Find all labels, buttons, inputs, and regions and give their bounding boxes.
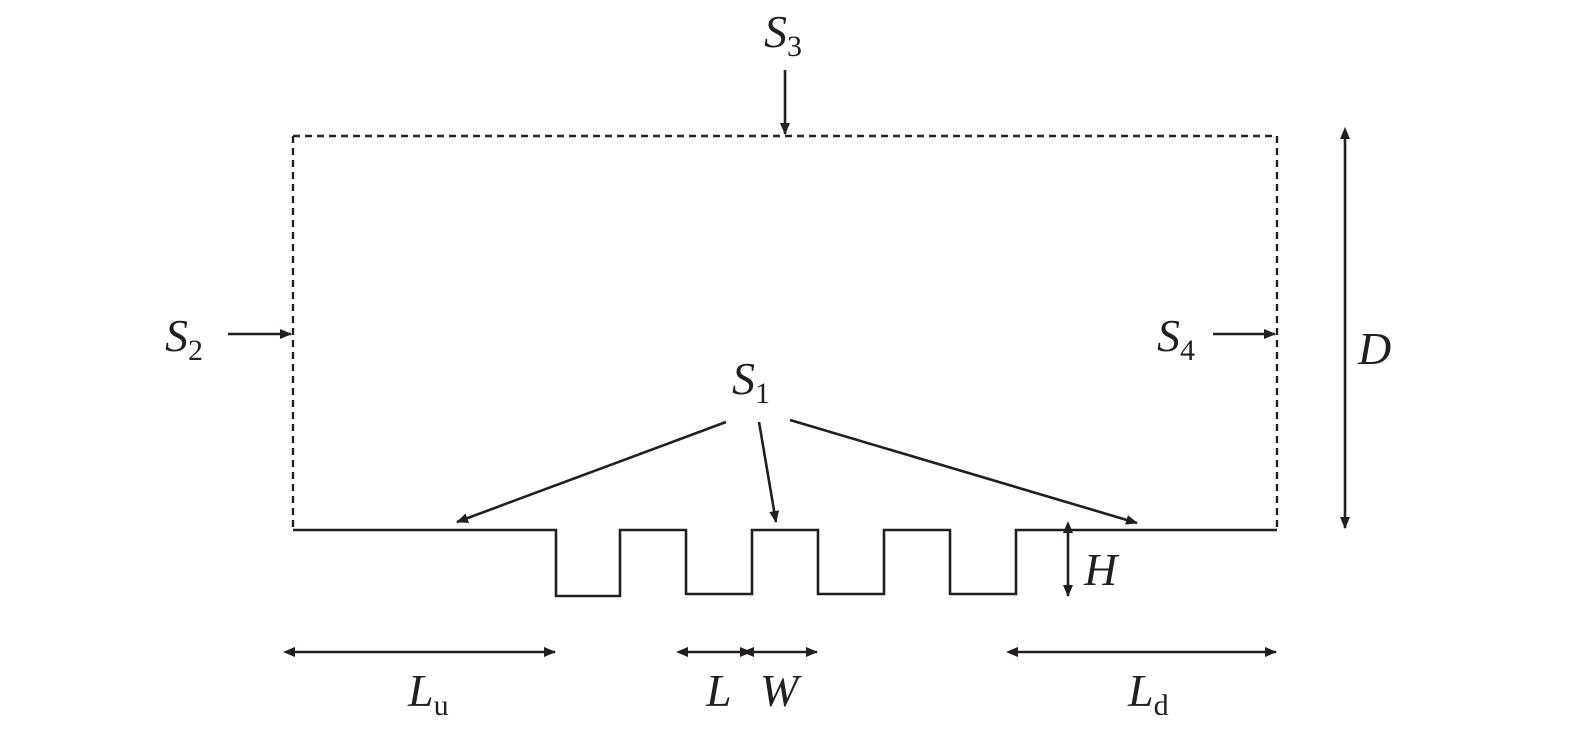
s4-label: S4	[1157, 310, 1195, 367]
h-label: H	[1083, 544, 1120, 595]
l-label: L	[705, 665, 732, 716]
s1-arrow-right	[789, 418, 1138, 525]
w-label: W	[760, 665, 802, 716]
s1-label: S1	[732, 353, 770, 410]
lu-label: Lu	[407, 665, 449, 722]
s1-arrow-left	[456, 420, 727, 524]
s1-grooved-wall	[293, 528, 1277, 598]
s2-label: S2	[165, 310, 203, 367]
s3-label: S3	[764, 6, 802, 63]
d-label: D	[1357, 323, 1391, 374]
s1-arrow-center	[757, 421, 780, 523]
ld-label: Ld	[1127, 665, 1169, 722]
